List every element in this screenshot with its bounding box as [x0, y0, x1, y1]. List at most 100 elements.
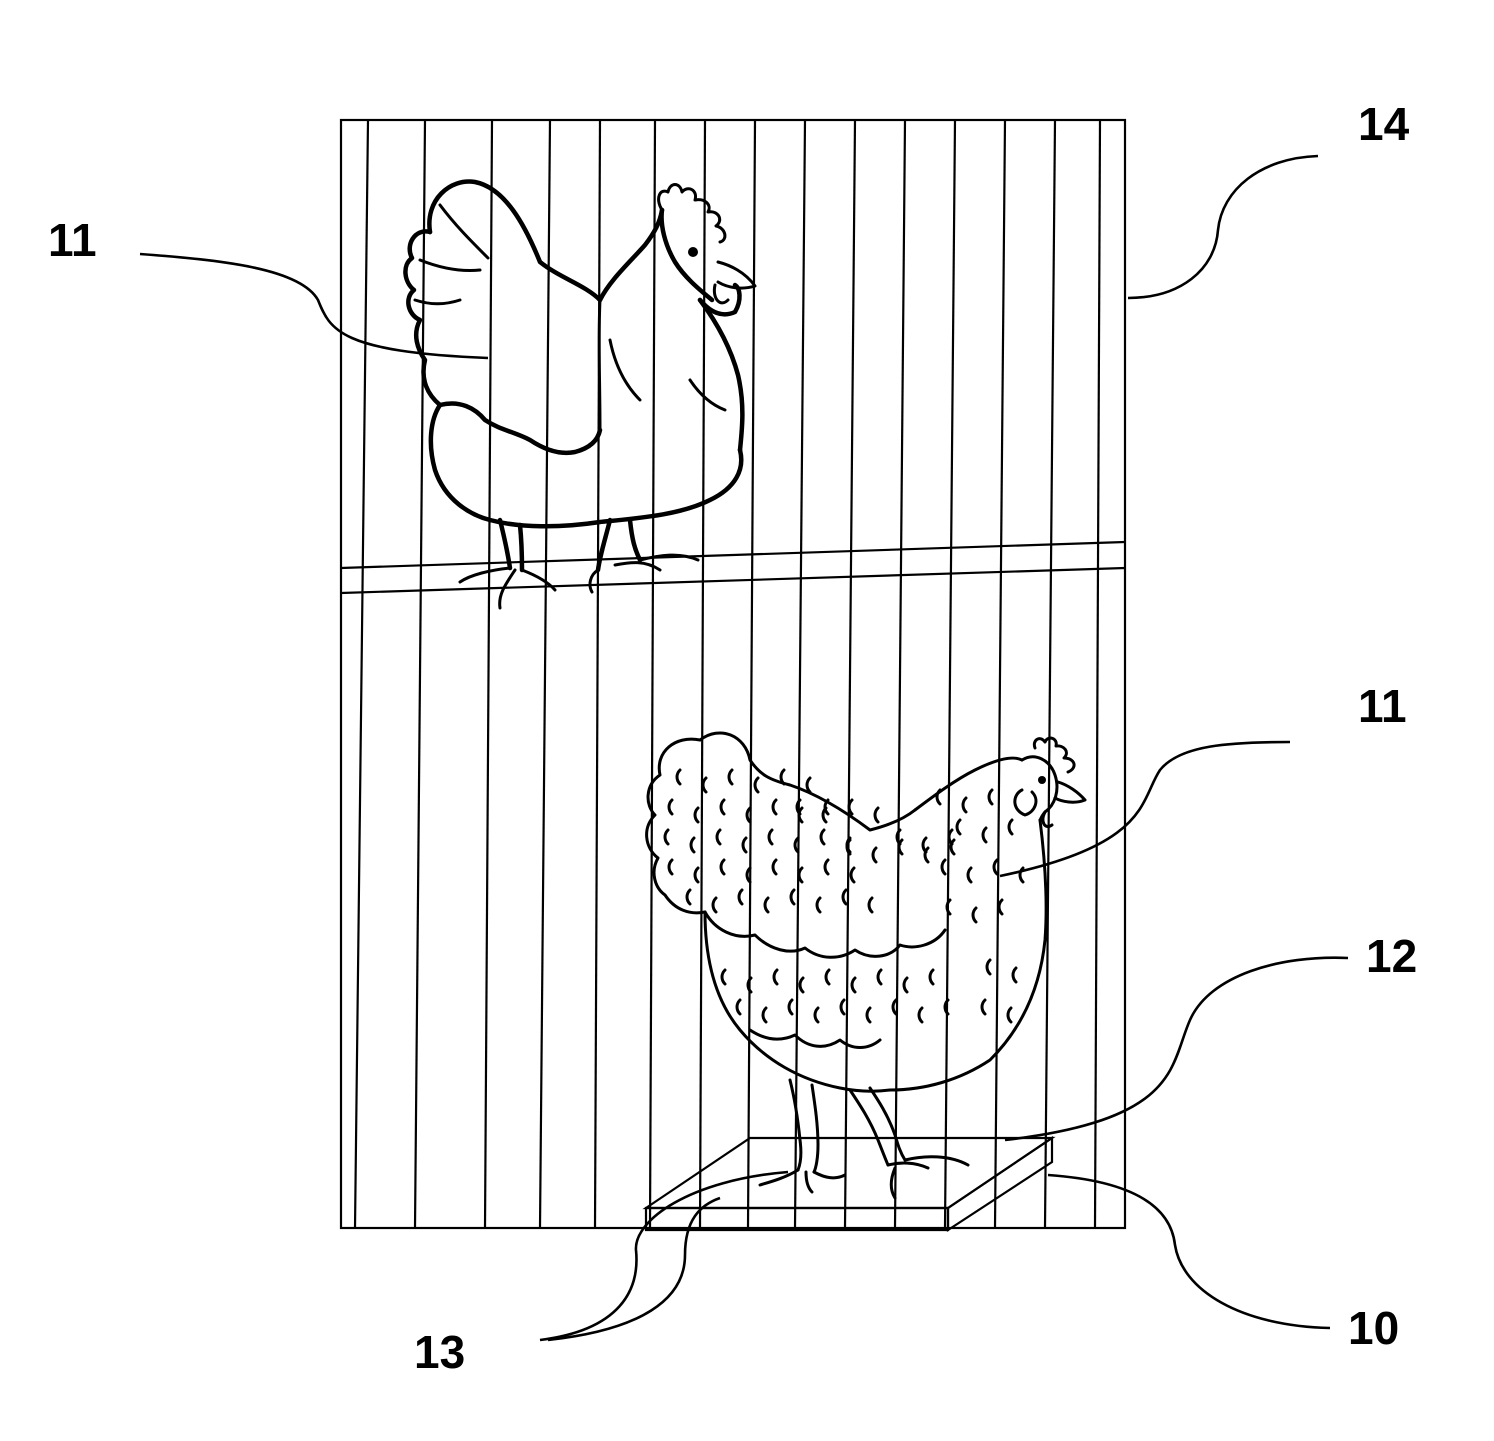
leader-platform-top — [1005, 958, 1348, 1140]
platform-front-face — [646, 1208, 948, 1230]
leader-platform — [1048, 1175, 1330, 1328]
feather-mark — [893, 1000, 896, 1014]
cage-bar — [595, 120, 600, 1228]
feather-mark — [942, 860, 945, 874]
leader-cage — [1128, 156, 1318, 298]
feather-mark — [687, 890, 690, 904]
cage-bar — [895, 120, 905, 1228]
cage-bar — [795, 120, 805, 1228]
feather-mark — [999, 900, 1002, 914]
feather-mark — [743, 838, 746, 852]
platform-top-face — [646, 1138, 1052, 1208]
feather-mark — [765, 898, 768, 912]
feather-mark — [789, 1000, 792, 1014]
cage-bar — [650, 120, 655, 1228]
feather-mark — [763, 1008, 766, 1022]
feather-mark — [737, 1000, 740, 1014]
label-platform: 10 — [1348, 1302, 1399, 1354]
feather-mark — [919, 1008, 922, 1022]
leader-platform-edge-b — [548, 1198, 720, 1340]
feather-mark — [904, 978, 907, 992]
feather-mark — [800, 978, 803, 992]
feather-mark — [721, 800, 724, 814]
feather-mark — [755, 778, 758, 792]
cage-bar — [355, 120, 368, 1228]
feather-mark — [826, 970, 829, 984]
feather-mark — [807, 778, 810, 792]
feather-mark — [989, 790, 992, 804]
label-chicken-lower: 11 — [1358, 680, 1407, 732]
platform — [646, 1138, 1052, 1230]
feather-mark — [791, 890, 794, 904]
cage-bar — [845, 120, 855, 1228]
feather-mark — [722, 970, 725, 984]
feather-mark — [825, 860, 828, 874]
cage-bar — [1095, 120, 1100, 1228]
feather-mark — [821, 830, 824, 844]
feather-mark — [773, 800, 776, 814]
label-chicken-upper: 11 — [48, 214, 97, 266]
feather-mark — [843, 890, 846, 904]
feather-mark — [1013, 968, 1016, 982]
cage-perch — [341, 542, 1125, 593]
feather-mark — [799, 868, 802, 882]
feather-mark — [729, 770, 732, 784]
feather-mark — [873, 848, 876, 862]
feather-mark — [713, 898, 716, 912]
leader-chicken-upper — [140, 254, 488, 358]
feather-mark — [1008, 1008, 1011, 1022]
feather-mark — [665, 830, 668, 844]
feather-mark — [851, 868, 854, 882]
feather-mark — [947, 900, 950, 914]
feather-mark — [878, 970, 881, 984]
feather-mark — [774, 970, 777, 984]
feather-mark — [841, 1000, 844, 1014]
feather-mark — [847, 840, 850, 854]
platform-side-face — [948, 1138, 1052, 1230]
feather-mark — [773, 860, 776, 874]
feather-texture — [665, 770, 1023, 1022]
feather-mark — [973, 908, 976, 922]
feather-mark — [677, 770, 680, 784]
cage-bar — [1045, 120, 1055, 1228]
feather-mark — [1009, 820, 1012, 834]
feather-mark — [823, 808, 826, 822]
feather-mark — [695, 808, 698, 822]
feather-mark — [703, 778, 706, 792]
feather-mark — [849, 800, 852, 814]
feather-mark — [937, 790, 940, 804]
feather-mark — [815, 1008, 818, 1022]
label-platform-edge: 13 — [414, 1326, 465, 1378]
cage-bar — [540, 120, 550, 1228]
feather-mark — [875, 808, 878, 822]
label-platform-top: 12 — [1366, 930, 1417, 982]
feather-mark — [695, 868, 698, 882]
feather-mark — [852, 978, 855, 992]
feather-mark — [781, 770, 784, 784]
feather-mark — [930, 970, 933, 984]
feather-mark — [949, 830, 952, 844]
feather-mark — [769, 830, 772, 844]
cage-bar — [485, 120, 492, 1228]
feather-mark — [869, 898, 872, 912]
feather-mark — [968, 868, 971, 882]
feather-mark — [817, 898, 820, 912]
feather-mark — [983, 828, 986, 842]
feather-mark — [739, 890, 742, 904]
cage-bar — [995, 120, 1005, 1228]
feather-mark — [717, 830, 720, 844]
feather-mark — [987, 960, 990, 974]
feather-mark — [994, 860, 997, 874]
cage-bar — [945, 120, 955, 1228]
feather-mark — [691, 838, 694, 852]
feather-mark — [721, 860, 724, 874]
feather-mark — [963, 798, 966, 812]
chicken-lower — [647, 733, 1085, 1198]
feather-mark — [669, 800, 672, 814]
feather-mark — [957, 820, 960, 834]
cage-bar — [415, 120, 425, 1228]
feather-mark — [923, 838, 926, 852]
feather-mark — [669, 860, 672, 874]
feather-mark — [867, 1008, 870, 1022]
